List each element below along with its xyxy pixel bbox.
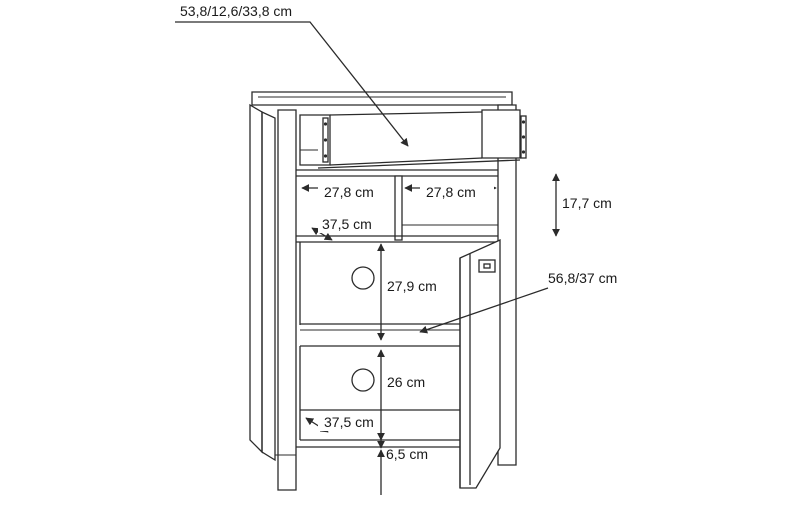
label-drawer-dimensions: 53,8/12,6/33,8 cm [180, 3, 292, 19]
label-upper-compartment-height: 27,9 cm [387, 278, 437, 294]
label-upper-shelf-depth: 37,5 cm [322, 216, 372, 232]
pulled-drawer [299, 109, 527, 169]
door-handle-icon [478, 259, 496, 273]
label-right-niche-width: 27,8 cm [426, 184, 476, 200]
label-niche-height: 17,7 cm [562, 195, 612, 211]
upper-compartment [299, 242, 460, 347]
label-door-compartment: 56,8/37 cm [548, 270, 617, 286]
label-lower-compartment-height: 26 cm [387, 374, 425, 390]
label-left-niche-width: 27,8 cm [324, 184, 374, 200]
cabinet-body [249, 91, 517, 491]
open-door [459, 238, 501, 489]
lower-compartment [275, 346, 460, 456]
dimension-labels: 53,8/12,6/33,8 cm 27,8 cm 27,8 cm 17,7 c… [180, 3, 617, 462]
label-lower-shelf-depth: 37,5 cm [324, 414, 374, 430]
label-plinth-height: 6,5 cm [386, 446, 428, 462]
